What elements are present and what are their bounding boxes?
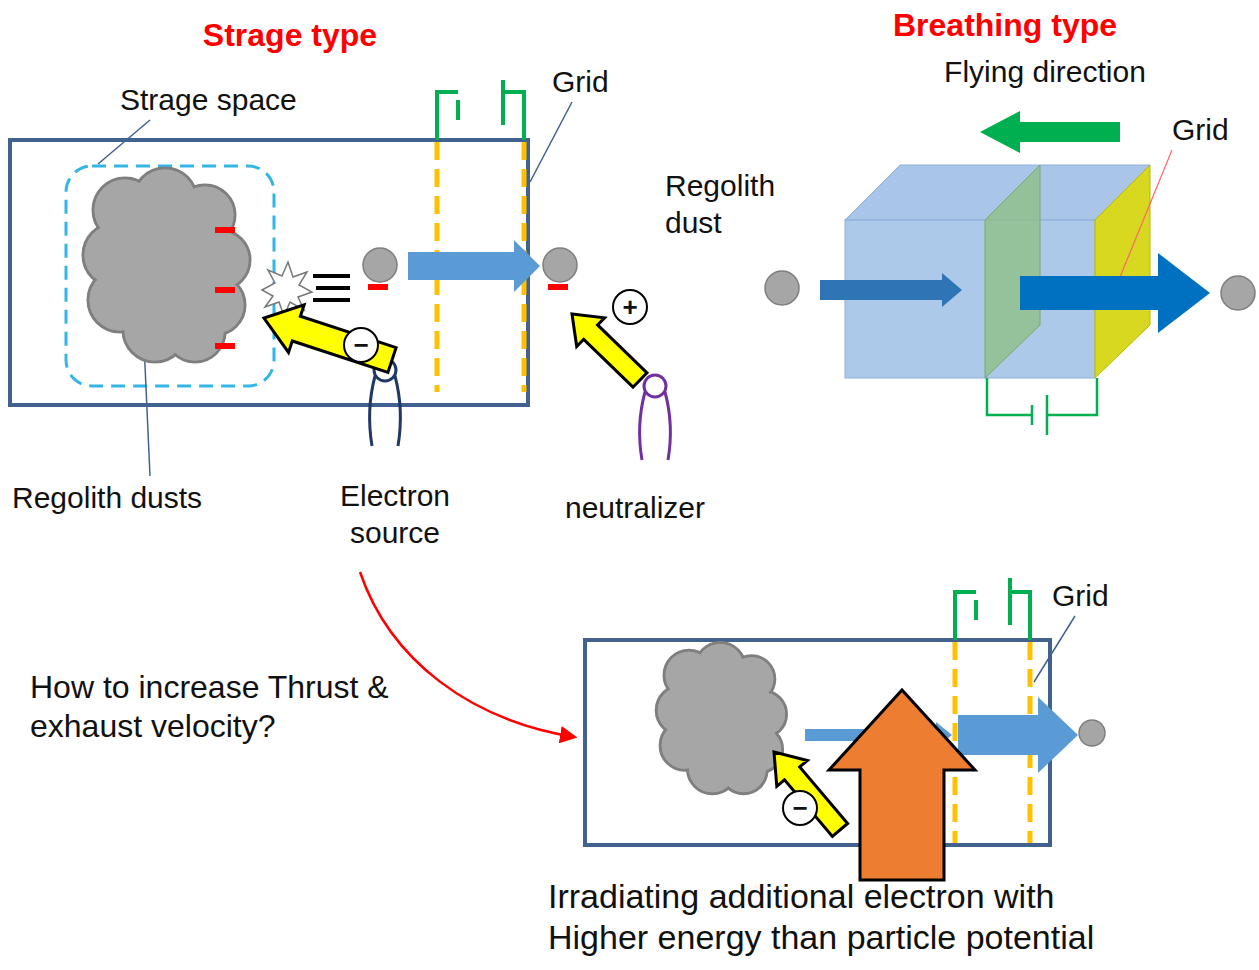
negative-charge <box>548 284 568 290</box>
electron-beam-arrow <box>572 314 647 387</box>
direction-label: Flying direction <box>880 54 1210 91</box>
motion-lines <box>313 276 350 300</box>
part-label: Electron source <box>320 478 470 551</box>
regolith-cloud <box>656 642 786 793</box>
part-label: Grid <box>552 64 632 101</box>
part-label: Grid <box>1052 578 1134 615</box>
acceleration-arrow <box>958 697 1078 773</box>
part-label: Grid <box>1172 112 1254 149</box>
negative-charge <box>215 343 235 349</box>
dust-particle <box>765 271 799 305</box>
dust-particle <box>543 248 577 282</box>
grid <box>953 642 958 843</box>
cloud-fill <box>714 716 766 768</box>
leader-line <box>1034 616 1075 682</box>
dust-particle <box>1079 720 1105 746</box>
additional-irradiation-arrow <box>829 690 975 880</box>
charge-symbol: + <box>615 292 645 322</box>
regolith-cloud <box>83 168 250 362</box>
question-note: How to increase Thrust & exhaust velocit… <box>30 668 420 746</box>
negative-charge <box>215 287 235 293</box>
part-label: Regolith dusts <box>12 480 282 517</box>
negative-charge <box>215 227 235 233</box>
panel-heading: Strage type <box>150 16 430 55</box>
grid-plane <box>985 165 1040 378</box>
storage-space <box>66 166 274 386</box>
flow-arrow <box>820 273 962 307</box>
annotation-note: Irradiating additional electron with Hig… <box>548 876 1138 959</box>
battery-symbol <box>987 378 1097 435</box>
part-label: Regolith dust <box>665 168 810 241</box>
charge-symbol: − <box>785 793 815 823</box>
cloud-fill <box>157 262 224 329</box>
battery-symbol <box>955 578 1030 640</box>
flow-arrow <box>1020 253 1210 333</box>
acceleration-arrow <box>408 240 540 292</box>
leader-line <box>530 102 572 182</box>
panel-heading: Breathing type <box>830 6 1180 45</box>
electron-beam-arrow <box>264 305 396 373</box>
part-label: Strage space <box>120 82 380 119</box>
charge-symbol: − <box>346 330 376 360</box>
charge-symbol-circle <box>613 290 647 324</box>
flying-direction-arrow <box>980 111 1120 153</box>
flow-arrow <box>360 572 574 737</box>
dust-particle <box>1221 276 1255 310</box>
charge-symbol-circle <box>783 791 817 825</box>
dust-particle <box>363 248 397 282</box>
part-label: neutralizer <box>525 490 745 527</box>
charge-symbol-circle <box>344 328 378 362</box>
leader-line <box>98 120 150 164</box>
negative-charge <box>368 284 388 290</box>
neutralizer-symbol <box>640 375 671 460</box>
battery-symbol <box>437 80 524 140</box>
